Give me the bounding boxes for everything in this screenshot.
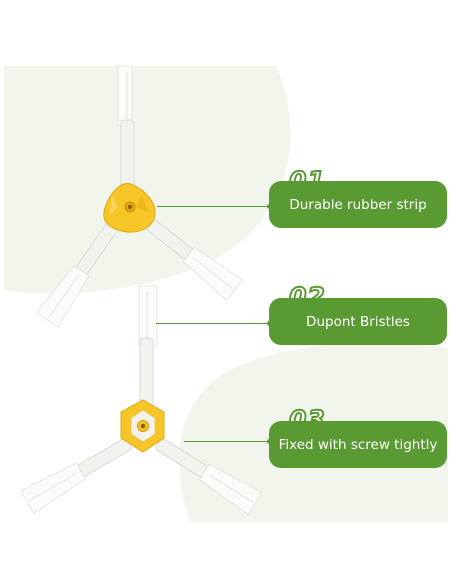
side-brush-top <box>36 65 243 328</box>
background-blob-top <box>4 66 291 294</box>
brush-arm-left <box>20 438 132 514</box>
brush-arm-up <box>117 65 135 197</box>
side-brush-bottom <box>20 285 263 516</box>
brush-arm-up <box>138 285 158 409</box>
brush-arm-left <box>36 213 124 328</box>
connector-line-01 <box>157 204 272 209</box>
feature-label-01: Durable rubber strip <box>269 181 447 228</box>
feature-label-02: Dupont Bristles <box>269 298 447 345</box>
feature-label-03: Fixed with screw tightly <box>269 421 447 468</box>
connector-line-02 <box>156 321 272 326</box>
brush-arm-right <box>155 438 263 516</box>
connector-line-03 <box>184 439 272 444</box>
